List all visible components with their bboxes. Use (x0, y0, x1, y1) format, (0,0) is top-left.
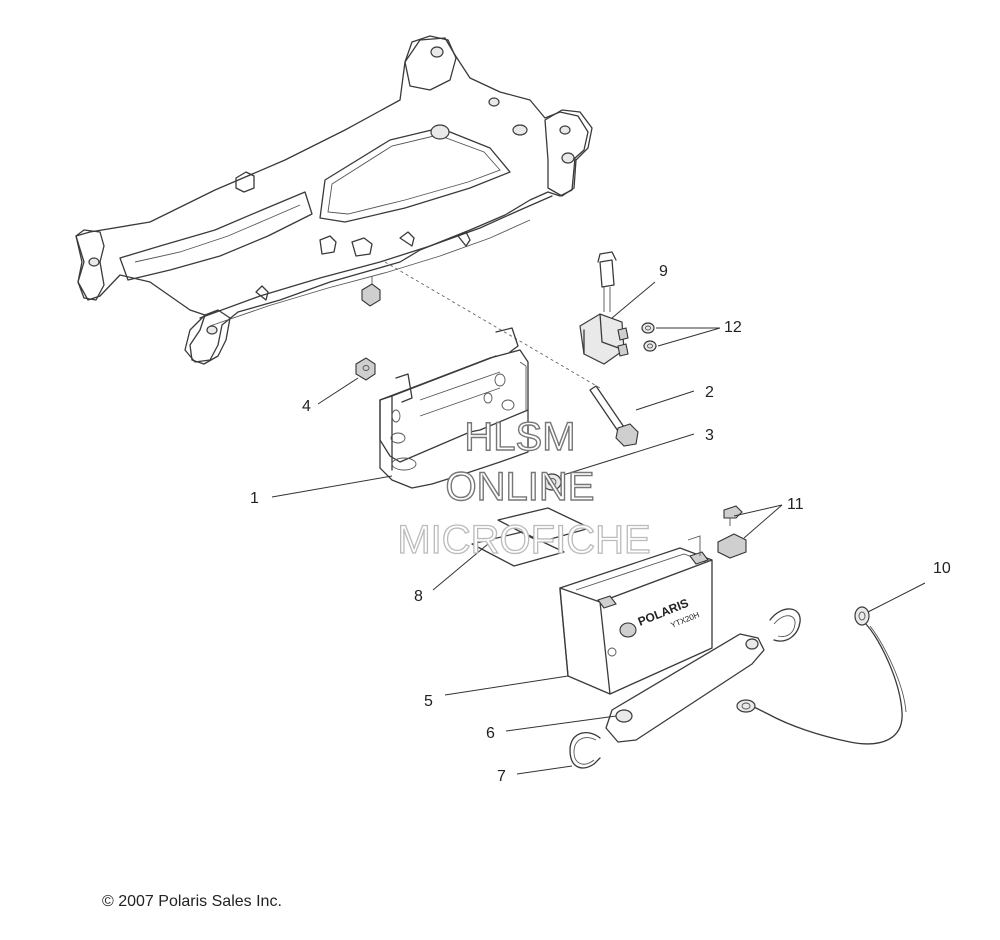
battery-box (379, 327, 529, 489)
clip-7 (569, 732, 601, 769)
pads-8 (471, 507, 591, 567)
watermark: HLSM ONLINE MICROFICHE (397, 414, 652, 562)
callout-7: 7 (497, 768, 506, 785)
copyright-notice: © 2007 Polaris Sales Inc. (102, 893, 282, 910)
watermark-line1: HLSM (464, 415, 575, 459)
starter-solenoid (579, 251, 629, 365)
clip-upper (769, 608, 801, 642)
callout-5: 5 (424, 693, 433, 710)
frame-chassis (75, 35, 593, 365)
nut-12a (641, 322, 655, 334)
callout-10: 10 (933, 560, 951, 577)
callout-11: 11 (787, 496, 804, 513)
callout-4: 4 (302, 398, 311, 415)
alignment-line (384, 261, 601, 389)
battery-cable (736, 606, 907, 745)
callout-2: 2 (705, 384, 714, 401)
bolt-nut-11 (717, 505, 747, 559)
callout-1: 1 (250, 490, 259, 507)
callout-12: 12 (724, 319, 742, 336)
callout-8: 8 (414, 588, 423, 605)
leader-lines (271, 281, 926, 775)
callout-3: 3 (705, 427, 714, 444)
nut-4 (355, 357, 376, 381)
watermark-line3: MICROFICHE (397, 518, 650, 562)
bolt-2 (589, 385, 639, 447)
watermark-line2: ONLINE (446, 465, 595, 509)
hold-down-strap (605, 633, 765, 743)
nut-3 (542, 473, 562, 491)
nut-12b (643, 340, 657, 352)
callout-9: 9 (659, 263, 668, 280)
callout-6: 6 (486, 725, 495, 742)
